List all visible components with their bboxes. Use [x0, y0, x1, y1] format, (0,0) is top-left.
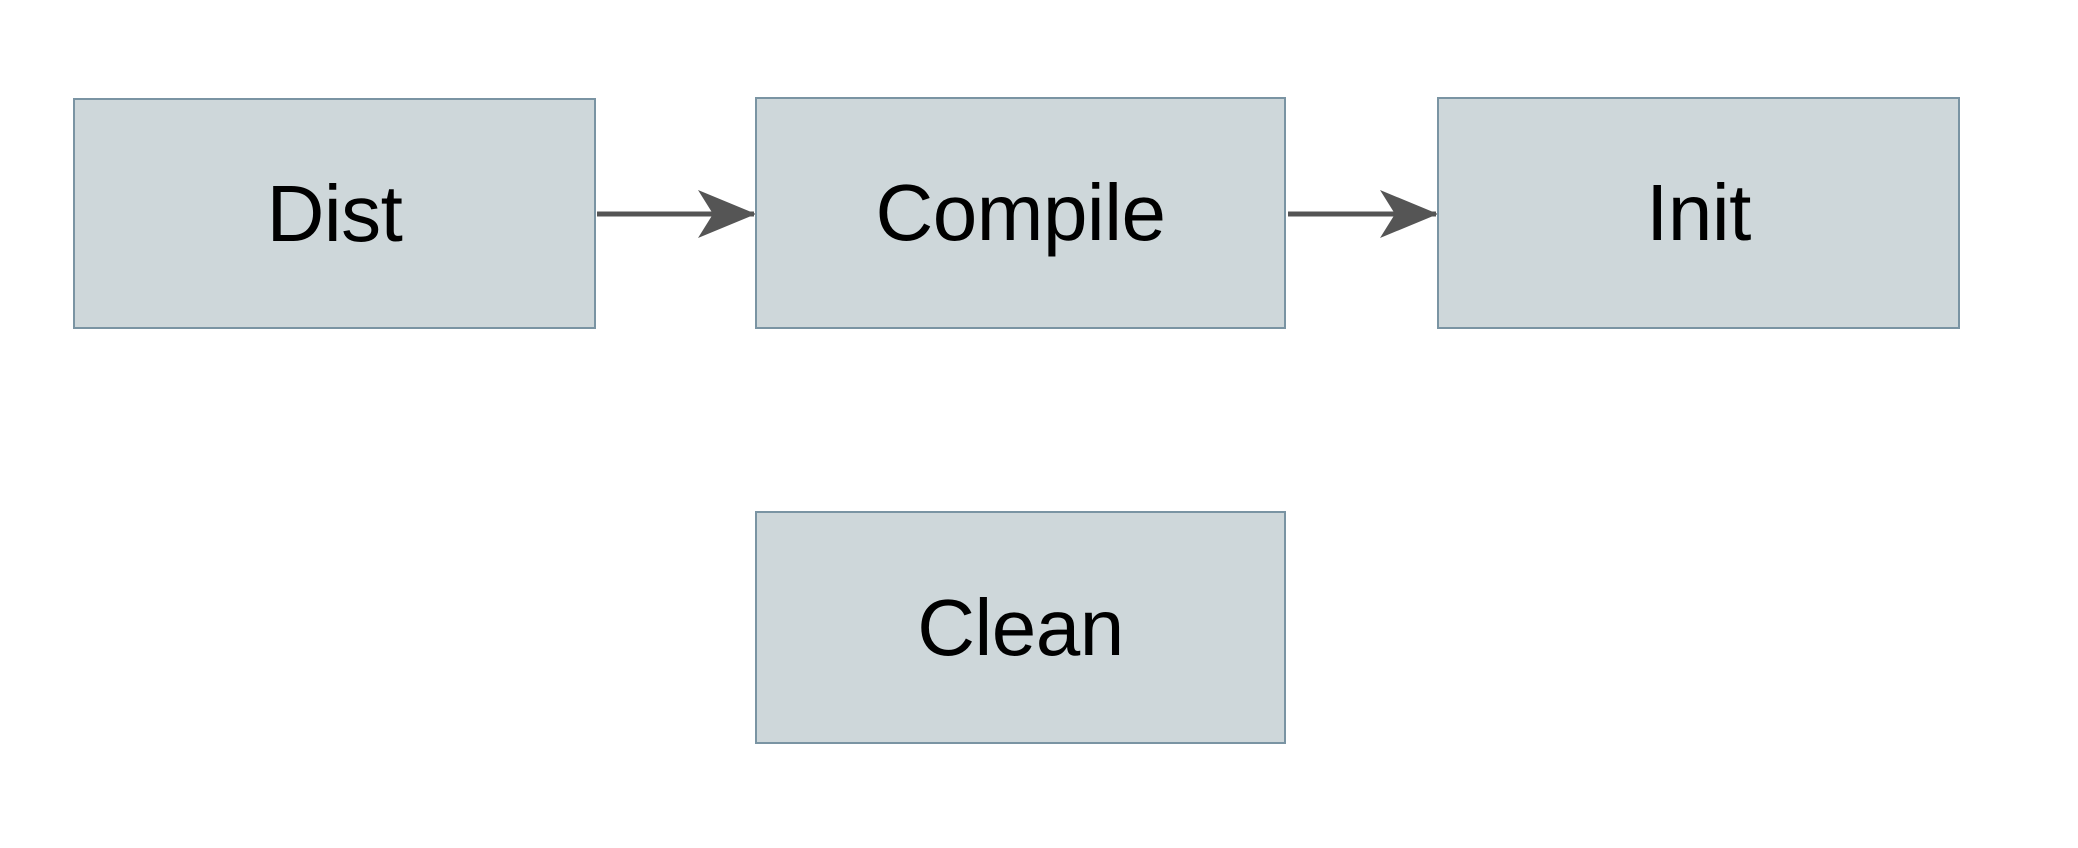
node-label-init: Init — [1646, 168, 1751, 257]
node-init[interactable]: Init — [1437, 97, 1960, 329]
node-dist[interactable]: Dist — [73, 98, 596, 329]
node-label-compile: Compile — [875, 168, 1166, 257]
node-label-dist: Dist — [266, 168, 403, 258]
node-compile[interactable]: Compile — [755, 97, 1286, 329]
node-clean[interactable]: Clean — [755, 511, 1286, 744]
node-label-clean: Clean — [917, 582, 1124, 672]
